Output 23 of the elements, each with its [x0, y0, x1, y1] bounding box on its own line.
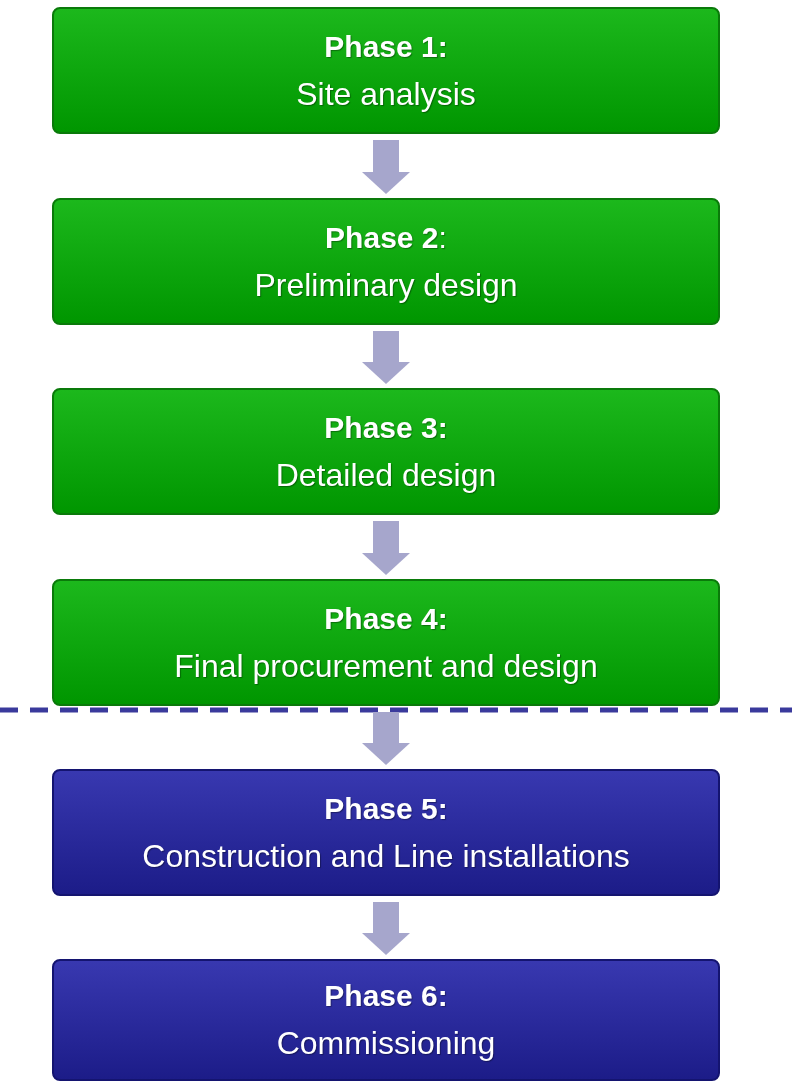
arrow — [362, 521, 410, 575]
process-box — [52, 959, 720, 1081]
phase-name: Detailed design — [275, 455, 497, 495]
phase-name: Final procurement and design — [174, 646, 598, 686]
phase-heading: Phase 6: — [324, 978, 448, 1014]
phase-name: Construction and Line installations — [142, 836, 630, 876]
process-box — [52, 579, 720, 706]
phase-heading: Phase 1: — [324, 28, 448, 65]
phase-name: Preliminary design — [254, 265, 518, 305]
phase-heading: Phase 4: — [324, 600, 448, 637]
arrow — [362, 140, 410, 194]
phase-name: Commissioning — [276, 1024, 496, 1063]
arrow — [362, 712, 410, 765]
process-box — [52, 7, 720, 134]
phase-heading: Phase 2: — [325, 219, 447, 256]
process-box — [52, 769, 720, 896]
arrow — [362, 331, 410, 384]
process-box — [52, 198, 720, 325]
phase-name: Site analysis — [296, 74, 476, 114]
process-box — [52, 388, 720, 515]
phase-heading: Phase 3: — [324, 409, 448, 446]
phase-heading: Phase 5: — [324, 790, 448, 827]
arrow — [362, 902, 410, 955]
